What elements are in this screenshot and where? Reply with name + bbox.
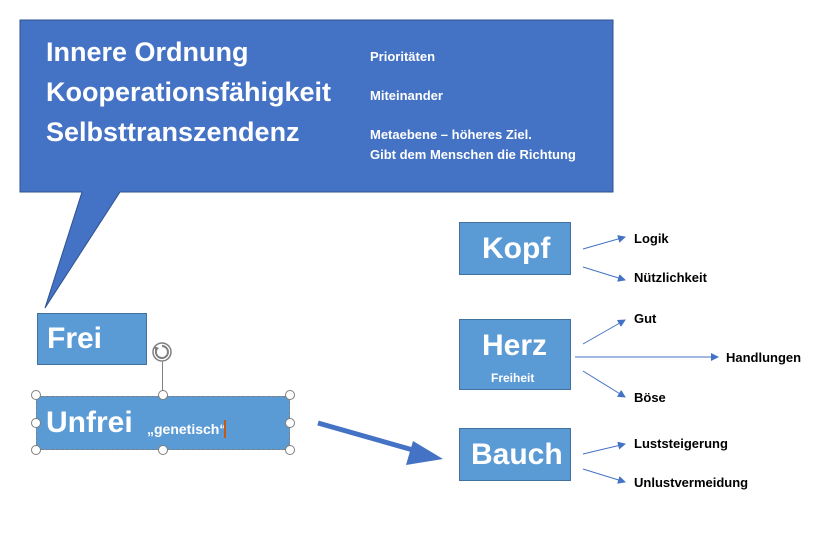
callout-note-prioritaeten: Prioritäten [370, 49, 436, 64]
unfrei-sub-label: „genetisch“ [147, 421, 227, 437]
callout-label-selbsttranszendenz: Selbsttranszendenz [46, 117, 300, 147]
resize-handle-bottom-right[interactable] [285, 445, 295, 455]
herz-to-gut-arrow [582, 319, 626, 345]
frei-label: Frei [47, 322, 103, 355]
resize-handle-top-right[interactable] [285, 390, 295, 400]
herz-label: Herz [482, 329, 548, 362]
callout-note-miteinander: Miteinander [370, 88, 443, 103]
resize-handle-middle-right[interactable] [285, 418, 295, 428]
herz-sub-label: Freiheit [491, 371, 535, 385]
callout-note-metaebene: Metaebene – höheres Ziel. [370, 127, 532, 142]
callout-label-innere-ordnung: Innere Ordnung [46, 37, 249, 67]
resize-handle-bottom-left[interactable] [31, 445, 41, 455]
unfrei-label: Unfrei [46, 406, 133, 439]
kopf-leaf-nuetzlichkeit: Nützlichkeit [634, 270, 707, 285]
resize-handle-top-center[interactable] [158, 390, 168, 400]
bauch-leaf-luststeigerung: Luststeigerung [634, 436, 728, 451]
rotate-icon[interactable] [150, 340, 174, 364]
frei-box[interactable]: Frei [37, 313, 147, 365]
callout-label-kooperationsfaehigkeit: Kooperationsfähigkeit [46, 77, 332, 107]
kopf-leaf-logik: Logik [634, 231, 669, 246]
herz-leaf-handlungen: Handlungen [726, 350, 802, 365]
rotate-handle-stem [162, 362, 163, 394]
bauch-leaf-unlustvermeidung: Unlustvermeidung [634, 475, 749, 490]
unfrei-to-bauch-arrow-head [406, 441, 443, 465]
bauch-label: Bauch [471, 438, 563, 471]
kopf-to-logik-arrow [582, 235, 626, 250]
resize-handle-top-left[interactable] [31, 390, 41, 400]
callout-note-richtung: Gibt dem Menschen die Richtung [370, 147, 576, 162]
herz-box[interactable]: Herz Freiheit [459, 319, 571, 390]
text-cursor [224, 420, 226, 438]
resize-handle-middle-left[interactable] [31, 418, 41, 428]
herz-leaf-boese: Böse [634, 390, 666, 405]
kopf-to-nuetzlichkeit-arrow [582, 266, 626, 282]
bauch-box[interactable]: Bauch [459, 428, 571, 481]
unfrei-to-bauch-arrow-shaft [317, 420, 421, 455]
unfrei-box[interactable]: Unfrei „genetisch“ [36, 396, 290, 450]
bauch-to-luststeigerung-arrow [582, 441, 626, 455]
kopf-box[interactable]: Kopf [459, 222, 571, 275]
herz-to-boese-arrow [582, 370, 626, 398]
kopf-label: Kopf [482, 232, 551, 265]
bauch-to-unlustvermeidung-arrow [582, 468, 626, 484]
resize-handle-bottom-center[interactable] [158, 445, 168, 455]
herz-leaf-gut: Gut [634, 311, 657, 326]
